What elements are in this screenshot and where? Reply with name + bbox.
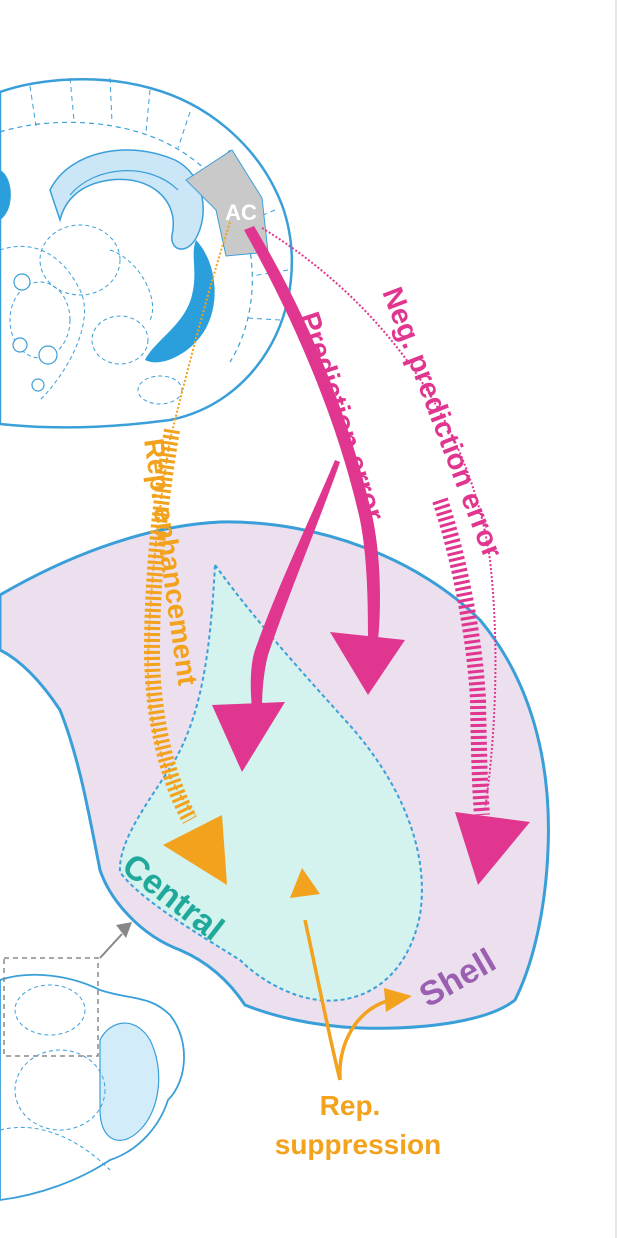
hippocampus-inner <box>69 170 179 196</box>
rep-enhancement-arrowhead <box>163 815 227 885</box>
inferior-colliculus <box>0 520 550 1030</box>
brainstem-section-bottom <box>0 922 185 1201</box>
brainstem-internal <box>0 984 111 1171</box>
prediction-error-arrowhead-1 <box>330 632 405 695</box>
prediction-error-label: Prediction error <box>292 308 390 525</box>
small-nuclei <box>12 273 58 392</box>
ac-label: AC <box>225 200 257 225</box>
ventricle-left <box>0 170 11 220</box>
central-region <box>118 562 423 1002</box>
rep-suppression-arrowhead-right <box>384 988 412 1012</box>
inset-pointer-arrowhead <box>116 922 132 938</box>
rep-suppression-label-line2: suppression <box>275 1129 441 1160</box>
hippocampus <box>49 149 204 250</box>
prediction-error-arrowhead-2 <box>212 702 285 772</box>
ventricle-lateral <box>145 240 215 363</box>
inset-pointer-arrow <box>99 933 123 959</box>
prediction-error-arrow <box>212 226 405 772</box>
rep-suppression-arrows <box>303 919 391 1081</box>
neg-prediction-error-arrow <box>261 227 530 885</box>
brainstem-cerebellum <box>99 1022 160 1141</box>
neg-prediction-error-arrowhead <box>455 812 530 885</box>
brain-section-top: AC <box>0 77 294 429</box>
inset-box <box>3 957 99 1057</box>
rep-suppression-label-line1: Rep. <box>320 1090 381 1121</box>
thalamic-structures <box>0 224 183 405</box>
rep-enhancement-arrow <box>143 221 231 885</box>
rep-suppression-arrowhead-up <box>290 868 320 898</box>
